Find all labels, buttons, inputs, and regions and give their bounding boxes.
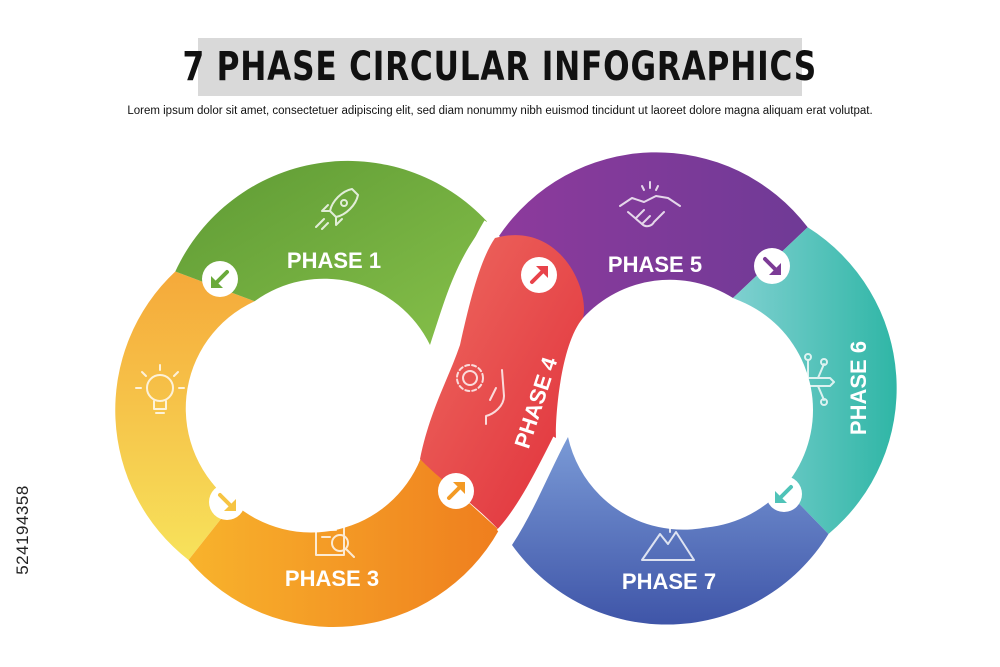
phase-6-segment bbox=[733, 227, 897, 535]
phase-2-label: PHASE 2 bbox=[198, 348, 223, 442]
arrow-badge-5 bbox=[754, 248, 790, 284]
title-banner: 7 PHASE CIRCULAR INFOGRAPHICS bbox=[183, 38, 816, 96]
lightbulb-icon bbox=[135, 364, 185, 414]
document-search-icon bbox=[315, 512, 355, 558]
stock-id-text: 524194358 bbox=[13, 485, 32, 575]
mountain-flag-icon bbox=[641, 507, 695, 561]
page-title: 7 PHASE CIRCULAR INFOGRAPHICS bbox=[182, 44, 818, 90]
overlap-separator bbox=[437, 220, 490, 336]
overlap-separator bbox=[496, 436, 559, 535]
stock-id-label: 524194358 bbox=[8, 430, 38, 630]
phase-5-label: PHASE 5 bbox=[608, 252, 702, 277]
phase-5-segment bbox=[499, 152, 808, 318]
phase-2-segment bbox=[115, 271, 255, 560]
hand-gear-icon bbox=[456, 364, 505, 425]
left-ring-hole bbox=[187, 292, 423, 528]
arrow-badge-1 bbox=[202, 261, 238, 297]
phase-7-label: PHASE 7 bbox=[622, 569, 716, 594]
right-ring-hole bbox=[577, 292, 813, 528]
phase-1-segment bbox=[175, 160, 488, 345]
rocket-icon bbox=[315, 188, 359, 230]
arrow-badge-6 bbox=[766, 476, 802, 512]
handshake-icon bbox=[619, 181, 681, 228]
network-chip-icon bbox=[781, 353, 835, 411]
phase-3-label: PHASE 3 bbox=[285, 566, 379, 591]
arrow-badge-3 bbox=[438, 473, 474, 509]
page-subtitle: Lorem ipsum dolor sit amet, consectetuer… bbox=[127, 105, 873, 117]
arrow-badge-4 bbox=[521, 257, 557, 293]
arrow-badge-2 bbox=[209, 484, 245, 520]
phase-6-label: PHASE 6 bbox=[846, 341, 871, 435]
phase-1-label: PHASE 1 bbox=[287, 248, 381, 273]
